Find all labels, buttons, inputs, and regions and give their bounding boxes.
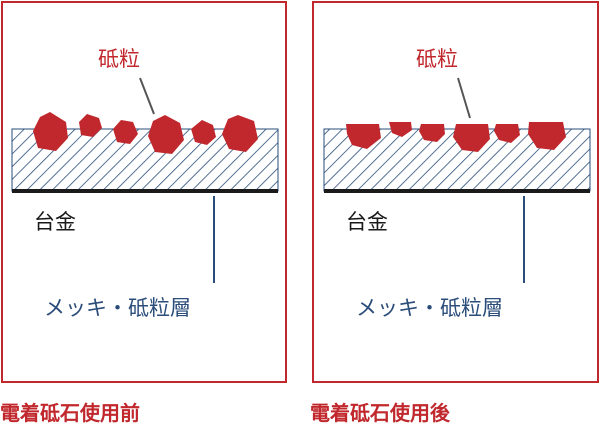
abrasive-grain — [528, 122, 566, 150]
grain-label: 砥粒 — [98, 47, 140, 71]
panel-after-caption: 電着砥石使用後 — [310, 401, 451, 425]
abrasive-grain — [346, 124, 381, 149]
abrasive-grain — [494, 124, 520, 143]
panel-before: 砥粒 台金 メッキ・砥粒層 — [1, 1, 287, 383]
panel-after-frame — [312, 1, 599, 383]
plating-layer-label: メッキ・砥粒層 — [356, 296, 503, 320]
abrasive-grain — [79, 114, 102, 137]
panel-before-caption: 電着砥石使用前 — [0, 401, 140, 425]
panel-after: 砥粒 台金 メッキ・砥粒層 — [312, 1, 599, 383]
abrasive-grain — [191, 120, 216, 145]
base-metal-label: 台金 — [34, 210, 76, 234]
abrasive-grain — [222, 115, 258, 152]
grain-leader-line — [139, 77, 155, 115]
base-metal-label: 台金 — [346, 210, 388, 234]
abrasive-grain — [33, 112, 68, 151]
abrasive-grain — [148, 115, 184, 154]
plating-layer-label: メッキ・砥粒層 — [44, 296, 191, 320]
grain-label: 砥粒 — [416, 47, 458, 71]
abrasive-grain — [113, 120, 138, 144]
panel-before-frame — [1, 1, 287, 383]
abrasive-grain — [419, 124, 445, 142]
abrasive-grain — [453, 124, 490, 152]
abrasive-grain — [389, 122, 412, 137]
grain-leader-line — [457, 77, 471, 119]
